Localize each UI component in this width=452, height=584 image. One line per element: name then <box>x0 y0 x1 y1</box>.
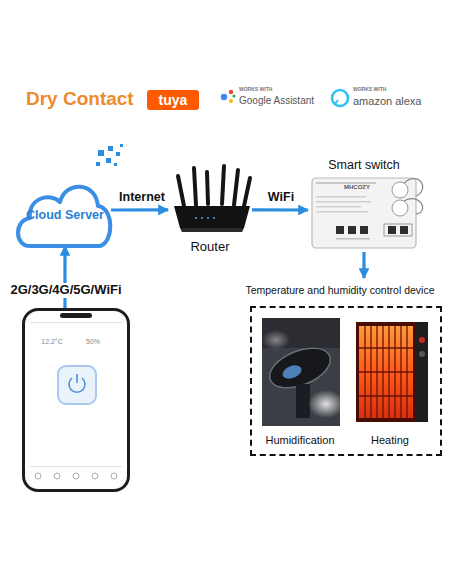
node-title: Smart switch <box>308 158 420 172</box>
assistant-name: amazon alexa <box>353 95 443 108</box>
phone-screen-details <box>30 313 122 479</box>
group-heading: Temperature and humidity control device <box>232 284 448 296</box>
heater-node: Heating <box>350 316 430 452</box>
device-group: Temperature and humidity control deviceH… <box>232 278 448 458</box>
cloud-pixels <box>96 144 123 166</box>
assistant-name: Google Assistant <box>239 95 329 107</box>
node-title: Router <box>168 240 252 255</box>
dashed-frame <box>250 306 442 456</box>
flow-arrow <box>252 208 308 211</box>
flow-arrow <box>63 246 66 308</box>
works-with-tag: WORKS WITH <box>239 87 319 93</box>
humidifier-node: Humidification <box>260 316 340 452</box>
heater-photo <box>352 318 430 426</box>
temperature-reading: 12.2°C <box>32 338 72 346</box>
device-caption: Humidification <box>254 434 346 447</box>
edge-label: WiFi <box>255 190 307 204</box>
flow-arrow <box>111 208 168 211</box>
brand-heading: Dry Contact <box>26 88 144 110</box>
smart-switch-device <box>312 178 423 248</box>
edge-label: Internet <box>112 190 172 204</box>
brand-mark: MHCOZY <box>344 184 394 191</box>
edge-label: 2G/3G/4G/5G/WiFi <box>0 283 132 298</box>
device-caption: Heating <box>344 434 436 447</box>
cloud-node: Cloud Server <box>16 168 114 268</box>
router-node: Router <box>168 160 252 256</box>
humidity-reading: 50% <box>76 338 110 346</box>
google-assistant-logo <box>221 90 236 103</box>
alexa-logo <box>332 90 348 106</box>
phone-node: 12.2°C 50% <box>22 308 130 492</box>
flow-arrow <box>362 252 365 278</box>
smart-switch-node: Smart switchMHCOZY <box>308 158 420 252</box>
router-illustration <box>174 166 250 232</box>
tuya-logo: tuya <box>147 90 199 110</box>
works-with-tag: WORKS WITH <box>353 87 433 93</box>
humidifier-photo <box>262 318 344 426</box>
node-title: Cloud Server <box>16 208 114 222</box>
